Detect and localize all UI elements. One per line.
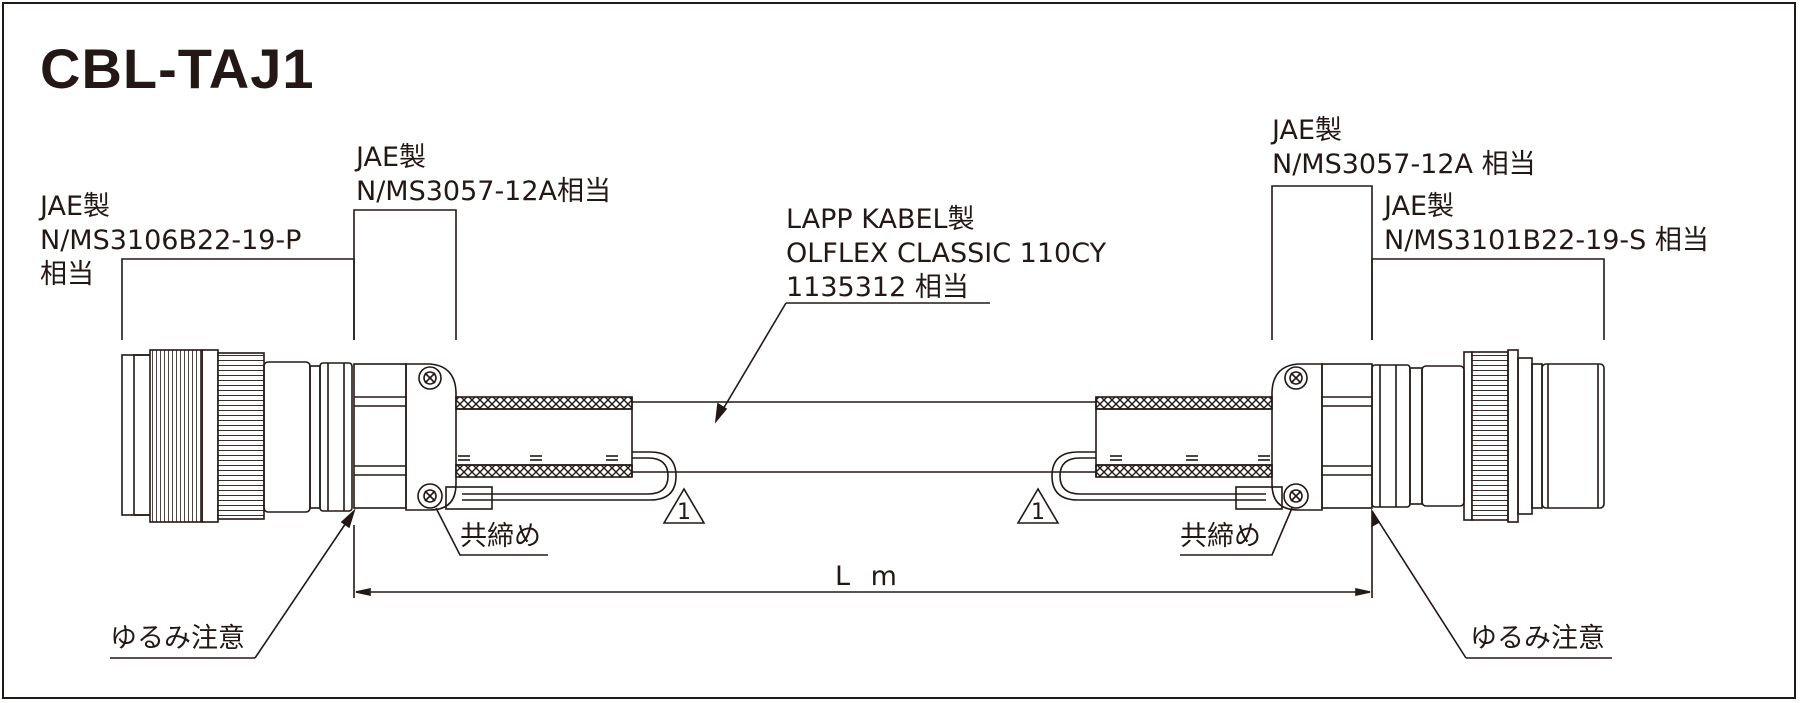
right-receptacle-part: N/MS3101B22-19-S 相当	[1384, 225, 1709, 256]
cable-label: LAPP KABEL製 OLFLEX CLASSIC 110CY 1135312…	[786, 203, 1106, 305]
drawing-title: CBL-TAJ1	[40, 37, 315, 100]
right-receptacle-maker: JAE製	[1384, 191, 1455, 222]
shield-note-right: 共締め	[1180, 521, 1261, 552]
right-receptacle-label: JAE製 N/MS3101B22-19-S 相当	[1384, 190, 1709, 258]
left-plug-part: N/MS3106B22-19-P	[40, 225, 302, 256]
right-cable-clamp	[1271, 363, 1373, 511]
left-plug	[121, 349, 353, 523]
right-clamp-part: N/MS3057-12A 相当	[1272, 149, 1536, 180]
right-clamp-maker: JAE製	[1272, 115, 1343, 146]
cable-body	[632, 401, 1096, 473]
cable-name: OLFLEX CLASSIC 110CY	[786, 238, 1107, 269]
left-cable-clamp	[353, 363, 457, 511]
warning-triangle-left	[662, 487, 706, 524]
right-clamp-label: JAE製 N/MS3057-12A 相当	[1272, 114, 1536, 182]
warning-triangle-right	[1016, 487, 1060, 524]
loose-note-left: ゆるみ注意	[110, 623, 245, 654]
cable-part: 1135312 相当	[786, 272, 969, 303]
left-clamp-label: JAE製 N/MS3057-12A相当	[356, 141, 611, 209]
shield-note-left: 共締め	[460, 521, 541, 552]
loose-note-right: ゆるみ注意	[1470, 623, 1605, 654]
left-plug-maker: JAE製	[40, 191, 111, 222]
warning-number-right: 1	[1031, 500, 1045, 525]
warning-number-left: 1	[677, 500, 691, 525]
cable-maker: LAPP KABEL製	[786, 204, 975, 235]
length-dimension-label: L m	[835, 561, 903, 592]
left-clamp-maker: JAE製	[356, 142, 427, 173]
right-receptacle	[1371, 349, 1605, 523]
right-cable-shield	[1051, 396, 1283, 510]
left-cable-shield	[445, 396, 677, 510]
leader-lines	[110, 185, 1612, 659]
left-plug-note: 相当	[40, 259, 94, 290]
left-clamp-part: N/MS3057-12A相当	[356, 176, 612, 207]
left-plug-label: JAE製 N/MS3106B22-19-P 相当	[40, 190, 301, 292]
